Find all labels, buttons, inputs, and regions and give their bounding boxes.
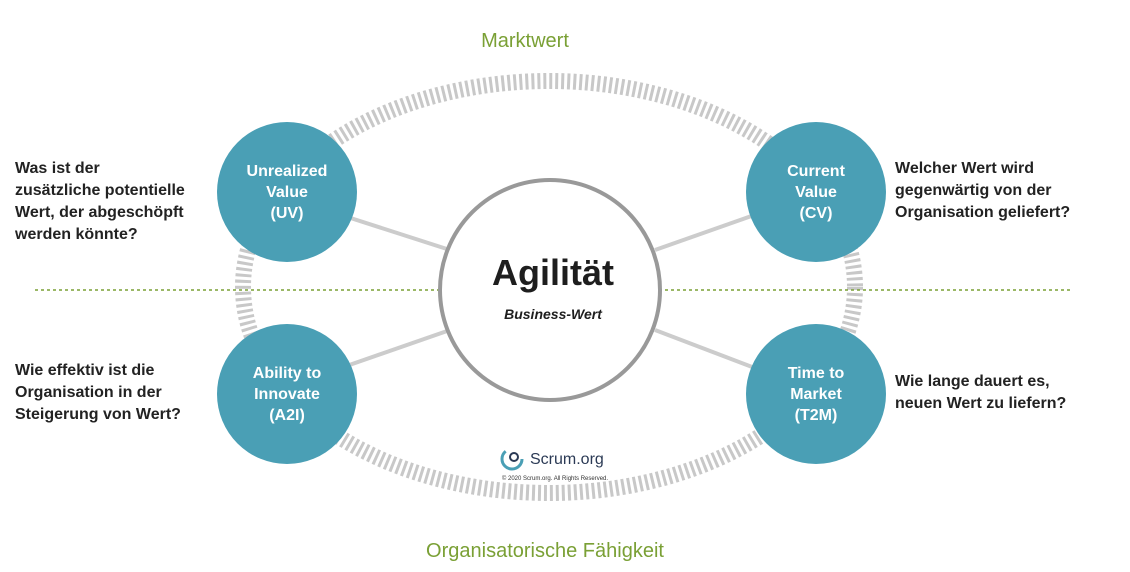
cv-circle-label: Current Value (CV) <box>787 163 845 222</box>
uv-circle <box>217 122 357 262</box>
cv-question: Welcher Wert wird gegenwärtig von der Or… <box>895 160 1071 221</box>
t2m-circle <box>746 324 886 464</box>
t2m-question: Wie lange dauert es, neuen Wert zu liefe… <box>895 373 1067 412</box>
scrum-logo-icon <box>500 447 524 471</box>
center-title: Agilität <box>492 252 614 293</box>
connector-a2i <box>334 328 451 372</box>
a2i-circle-label: Ability to Innovate (A2I) <box>252 365 322 424</box>
t2m-circle-label: Time to Market (T2M) <box>787 365 845 424</box>
uv-circle-label: Unrealized Value (UV) <box>246 163 328 222</box>
logo-text: Scrum.org <box>530 451 604 468</box>
center-subtitle: Business-Wert <box>504 306 602 322</box>
connector-uv <box>334 211 451 252</box>
center-circle <box>438 178 662 402</box>
a2i-question: Wie effektiv ist die Organisation in der… <box>15 362 181 423</box>
connector-t2m <box>654 328 761 372</box>
uv-question: Was ist der zusätzliche potentielle Wert… <box>15 160 185 243</box>
market-value-label: Marktwert <box>481 30 569 52</box>
copyright-text: © 2020 Scrum.org. All Rights Reserved. <box>501 476 609 482</box>
a2i-circle <box>217 324 357 464</box>
organizational-capability-label: Organisatorische Fähigkeit <box>426 540 664 562</box>
cv-circle <box>746 122 886 262</box>
outer-hatched-ring <box>235 73 863 501</box>
connector-cv <box>654 211 761 252</box>
